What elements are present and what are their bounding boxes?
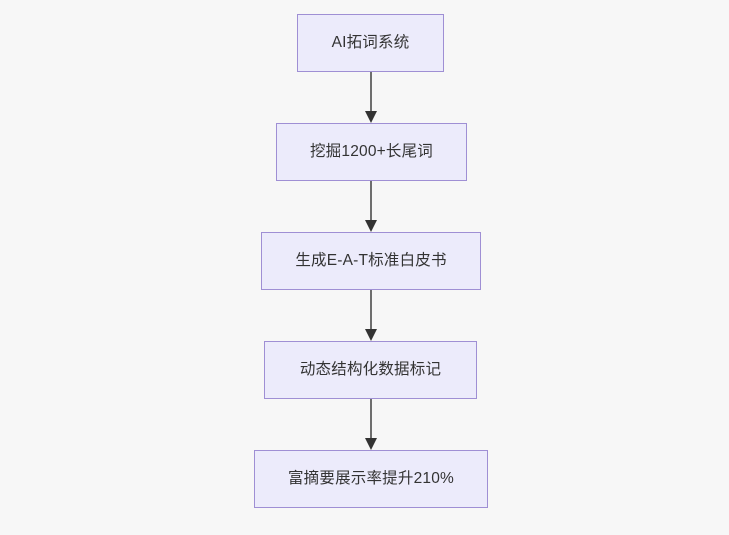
flowchart-node-label: 挖掘1200+长尾词 — [309, 142, 434, 160]
flowchart-node-dynamic-structured-data-markup[interactable]: 动态结构化数据标记 — [264, 341, 477, 399]
flowchart-node-label: 富摘要展示率提升210% — [287, 469, 455, 487]
flowchart-node-rich-snippet-impression-lift[interactable]: 富摘要展示率提升210% — [254, 450, 488, 508]
flowchart-node-ai-keyword-system[interactable]: AI拓词系统 — [297, 14, 444, 72]
edge-n1-n2 — [365, 72, 377, 123]
edge-n3-n4 — [365, 290, 377, 341]
flowchart-node-generate-eat-whitepaper[interactable]: 生成E-A-T标准白皮书 — [261, 232, 481, 290]
edge-n4-n5 — [365, 399, 377, 450]
flowchart-node-label: AI拓词系统 — [331, 33, 410, 51]
flowchart-node-mine-longtail-keywords[interactable]: 挖掘1200+长尾词 — [276, 123, 467, 181]
flowchart-node-label: 生成E-A-T标准白皮书 — [295, 251, 447, 269]
edge-n2-n3 — [365, 181, 377, 232]
flowchart-node-label: 动态结构化数据标记 — [299, 360, 442, 378]
